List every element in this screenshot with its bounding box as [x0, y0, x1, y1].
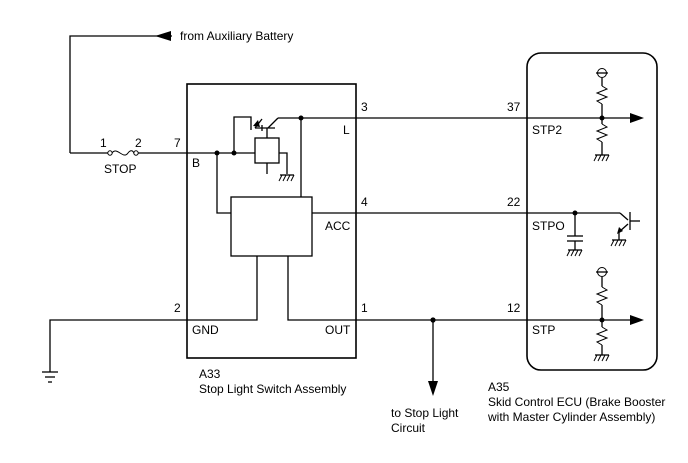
stp2-pullup-resistor-icon: [595, 85, 609, 105]
ecu-pin-stp-label: STP: [532, 323, 555, 337]
ecu-ground-1-icon: [593, 154, 610, 162]
switch-connector-id: A33: [199, 367, 221, 381]
ecu-ground-4-icon: [593, 354, 610, 362]
ecu-ground-2-icon: [566, 249, 583, 257]
fuse-pin-out: 2: [135, 136, 142, 150]
ecu-pin-stp2-label: STP2: [532, 123, 562, 137]
pin-b-number: 7: [174, 136, 181, 150]
pin-acc-number: 4: [361, 195, 368, 209]
chassis-ground: [42, 319, 187, 383]
stp-pulldown-resistor-icon: [595, 326, 609, 346]
fuse-icon: [111, 150, 135, 156]
signal-lines: [356, 117, 528, 396]
stop-light-branch-arrow-icon: [428, 381, 438, 396]
stp-input-arrow-icon: [630, 315, 644, 325]
ecu-pin-stp-number: 12: [507, 301, 521, 315]
stop-light-switch-assembly: 7 3 4 2 1 B L ACC GND OUT: [174, 83, 368, 359]
stp2-pulldown-resistor-icon: [595, 123, 609, 143]
fuse-name: STOP: [104, 162, 136, 176]
ecu-ground-3-icon: [610, 239, 627, 247]
ecu-name-line2: with Master Cylinder Assembly): [487, 410, 655, 424]
pin-acc-label: ACC: [325, 219, 351, 233]
skid-control-ecu: 37 22 12 STP2 STPO STP: [507, 52, 658, 371]
fuse-pin-in: 1: [100, 136, 107, 150]
branch-label-line1: to Stop Light: [391, 406, 459, 420]
ground-symbol-icon: [278, 174, 295, 182]
transistor-arrow-icon: [253, 120, 260, 127]
stpo-transistor-arrow-icon: [617, 227, 623, 234]
supply-label: from Auxiliary Battery: [180, 29, 293, 43]
ecu-connector-id: A35: [488, 380, 510, 394]
pin-l-label: L: [343, 123, 350, 137]
branch-label-line2: Circuit: [391, 421, 426, 435]
switch-assembly-name: Stop Light Switch Assembly: [199, 382, 346, 396]
stp-pullup-resistor-icon: [595, 286, 609, 306]
pin-out-label: OUT: [325, 323, 351, 337]
ecu-name-line1: Skid Control ECU (Brake Booster: [488, 395, 665, 409]
supply-arrow-icon: [155, 31, 171, 41]
pin-gnd-label: GND: [192, 323, 219, 337]
ecu-pin-stpo-number: 22: [507, 195, 521, 209]
ecu-pin-stpo-label: STPO: [532, 219, 565, 233]
pin-gnd-number: 2: [174, 301, 181, 315]
ecu-pin-stp2-number: 37: [507, 100, 521, 114]
pin-out-number: 1: [361, 301, 368, 315]
pin-l-number: 3: [361, 100, 368, 114]
stop-fuse: 1 2 STOP: [70, 136, 187, 176]
battery-supply: from Auxiliary Battery: [69, 29, 293, 153]
pin-b-label: B: [192, 156, 200, 170]
stp2-input-arrow-icon: [630, 113, 644, 123]
